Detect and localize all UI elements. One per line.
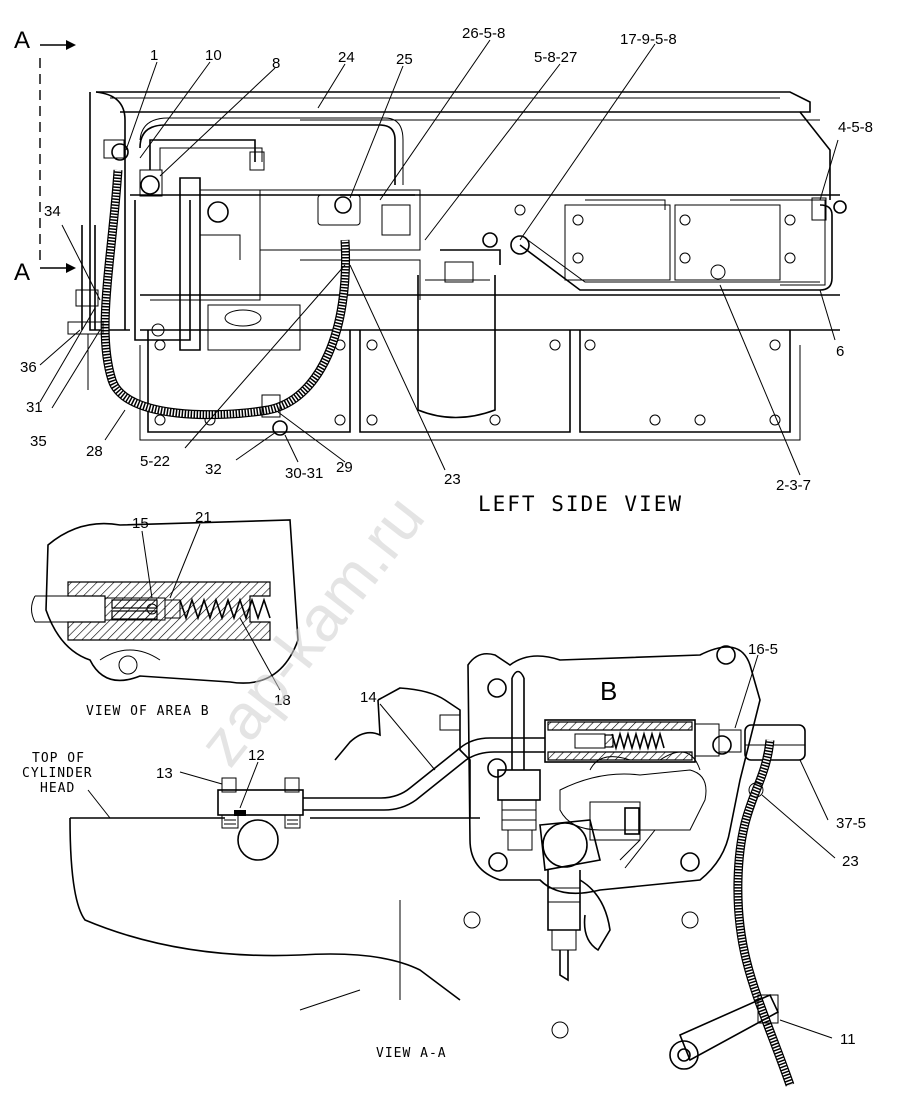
callout-6: 6 [836, 343, 844, 360]
top-of-head-line3: HEAD [40, 781, 75, 796]
callouts-left-side: 1 10 8 24 25 26-5-8 5-8-27 17-9-5-8 4-5-… [20, 25, 873, 516]
callout-30-31: 30-31 [285, 465, 323, 482]
callout-8: 8 [272, 55, 280, 72]
callout-26-5-8: 26-5-8 [462, 25, 505, 42]
callout-24: 24 [338, 49, 355, 66]
callout-32: 32 [205, 461, 222, 478]
callout-36: 36 [20, 359, 37, 376]
left-side-view-title: LEFT SIDE VIEW [478, 492, 683, 516]
callout-15: 15 [132, 515, 149, 532]
callout-18: 18 [274, 692, 291, 709]
braided-hose [100, 169, 351, 436]
callout-5-8-27: 5-8-27 [534, 49, 577, 66]
callout-10: 10 [205, 47, 222, 64]
callout-16-5: 16-5 [748, 641, 778, 658]
callout-5-22: 5-22 [140, 453, 170, 470]
callout-4-5-8: 4-5-8 [838, 119, 873, 136]
section-line-a: A A [14, 27, 76, 286]
view-a-a [69, 645, 836, 1087]
callout-25: 25 [396, 51, 413, 68]
top-of-head-line1: TOP OF [32, 751, 85, 766]
callout-23-left: 23 [444, 471, 461, 488]
area-b-title: VIEW OF AREA B [86, 704, 210, 719]
area-b-detail: 15 21 18 VIEW OF AREA B [31, 509, 299, 719]
engine-outline [89, 91, 840, 441]
callouts-view-aa: 14 13 12 16-5 37-5 23 11 B TOP OF CYLIND… [22, 641, 866, 1061]
pan-bolts [154, 339, 781, 426]
left-side-view: A A [14, 27, 847, 476]
mount-bracket [67, 139, 163, 390]
callout-37-5: 37-5 [836, 815, 866, 832]
callout-11: 11 [840, 1031, 856, 1048]
leader-lines [39, 39, 839, 476]
callout-28: 28 [86, 443, 103, 460]
head-bolts [514, 204, 796, 280]
callout-21: 21 [195, 509, 212, 526]
callout-14: 14 [360, 689, 377, 706]
callout-23-aa: 23 [842, 853, 859, 870]
callout-35-visible: 35 [30, 433, 47, 450]
callout-34: 34 [44, 203, 61, 220]
section-marker-bottom: A [14, 259, 30, 286]
callout-2-3-7: 2-3-7 [776, 477, 811, 494]
callout-1: 1 [150, 47, 158, 64]
view-aa-title: VIEW A-A [376, 1046, 447, 1061]
top-of-head-line2: CYLINDER [22, 766, 93, 781]
area-marker-b: B [600, 676, 617, 706]
fuel-lines [139, 117, 847, 291]
callout-12: 12 [248, 747, 265, 764]
callout-29: 29 [336, 459, 353, 476]
callout-13: 13 [156, 765, 173, 782]
callout-31: 31 [26, 399, 43, 416]
section-marker-top: A [14, 27, 30, 54]
callout-17-9-5-8: 17-9-5-8 [620, 31, 677, 48]
